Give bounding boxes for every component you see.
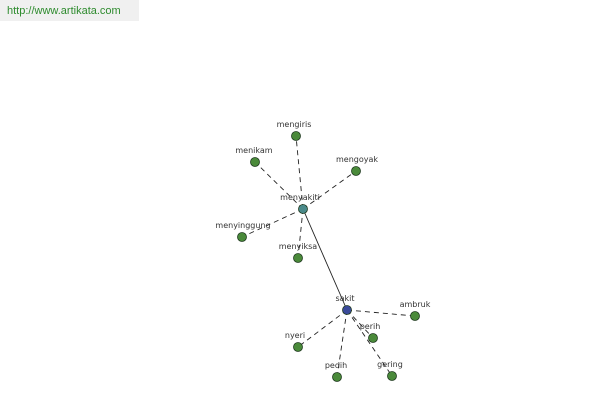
site-banner: http://www.artikata.com (0, 0, 139, 21)
node-ambruk[interactable]: ambruk (400, 300, 431, 321)
node-menyinggung[interactable]: menyinggung (215, 221, 271, 242)
edge-menyakiti-menyinggung (241, 208, 304, 238)
node-dot-menyiksa[interactable] (293, 253, 303, 263)
site-url-link[interactable]: http://www.artikata.com (7, 5, 121, 17)
edge-sakit-gering (346, 309, 393, 377)
node-dot-pedih[interactable] (332, 372, 342, 382)
node-dot-perih[interactable] (368, 333, 378, 343)
node-dot-mengoyak[interactable] (351, 166, 361, 176)
node-mengiris[interactable]: mengiris (277, 120, 312, 141)
node-label-mengiris: mengiris (277, 120, 312, 129)
node-dot-menikam[interactable] (250, 157, 260, 167)
node-dot-nyeri[interactable] (293, 342, 303, 352)
node-mengoyak[interactable]: mengoyak (336, 155, 378, 176)
node-dot-ambruk[interactable] (410, 311, 420, 321)
node-label-sakit: sakit (335, 294, 354, 303)
node-sakit[interactable]: sakit (335, 294, 355, 315)
node-menyakiti[interactable]: menyakiti (280, 193, 320, 214)
node-label-menyiksa: menyiksa (279, 242, 318, 251)
node-dot-mengiris[interactable] (291, 131, 301, 141)
node-dot-gering[interactable] (387, 371, 397, 381)
edge-menyakiti-menikam (254, 161, 304, 210)
node-perih[interactable]: perih (360, 322, 381, 343)
node-label-ambruk: ambruk (400, 300, 431, 309)
node-menikam[interactable]: menikam (235, 146, 273, 167)
edge-menyakiti-mengiris (295, 135, 304, 210)
node-dot-sakit[interactable] (342, 305, 352, 315)
edge-sakit-nyeri (297, 309, 348, 348)
node-dot-menyinggung[interactable] (237, 232, 247, 242)
edge-sakit-perih (346, 309, 374, 339)
node-label-menyinggung: menyinggung (215, 221, 270, 230)
edge-sakit-menyakiti (302, 208, 348, 311)
node-label-nyeri: nyeri (285, 331, 305, 340)
edge-menyakiti-mengoyak (302, 170, 357, 210)
node-nyeri[interactable]: nyeri (285, 331, 305, 352)
node-dot-menyakiti[interactable] (298, 204, 308, 214)
node-gering[interactable]: gering (377, 360, 403, 381)
node-pedih[interactable]: pedih (325, 361, 347, 382)
node-label-menyakiti: menyakiti (280, 193, 320, 202)
node-label-gering: gering (377, 360, 403, 369)
nodes-layer: sakit menyakiti mengiris menikam mengoyak men… (215, 120, 431, 382)
node-label-pedih: pedih (325, 361, 347, 370)
node-label-menikam: menikam (235, 146, 272, 155)
node-label-mengoyak: mengoyak (336, 155, 378, 164)
edge-sakit-pedih (336, 309, 348, 378)
node-menyiksa[interactable]: menyiksa (279, 242, 318, 263)
edge-sakit-ambruk (346, 309, 416, 317)
edges-layer (241, 135, 416, 378)
node-label-perih: perih (360, 322, 381, 331)
